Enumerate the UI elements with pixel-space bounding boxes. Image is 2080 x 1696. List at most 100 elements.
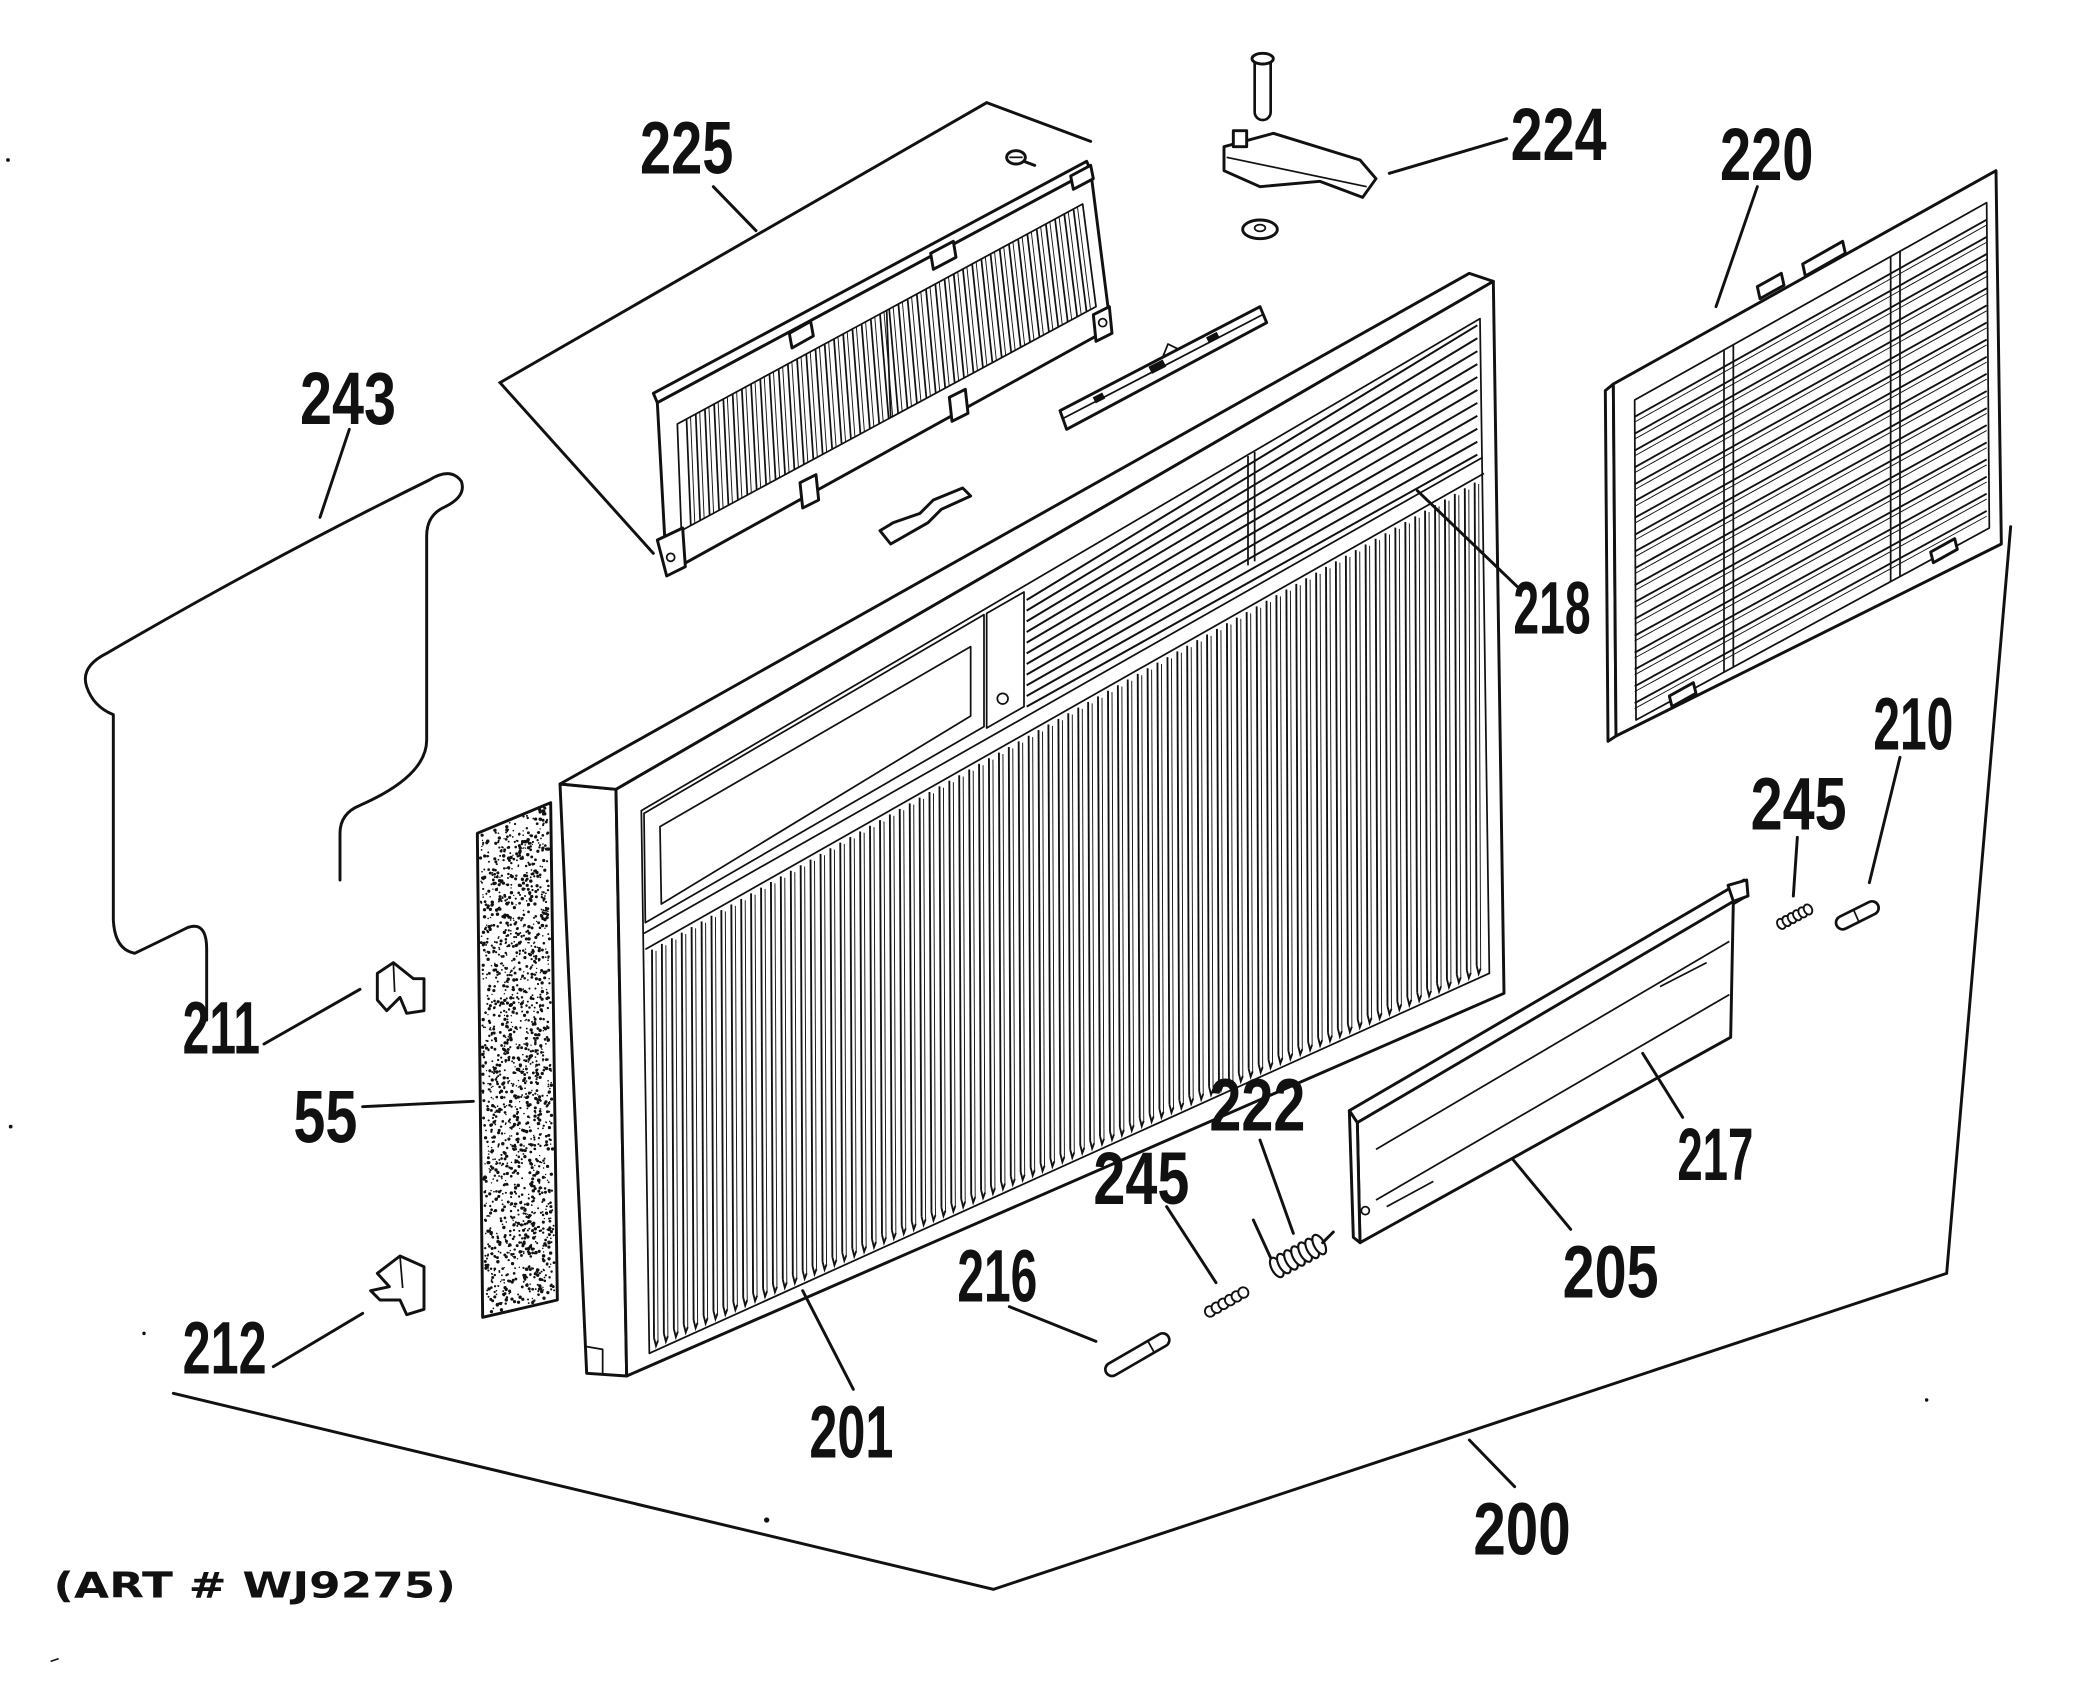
speck [1924,1398,1929,1402]
filter-speck [487,917,489,920]
filter-speck [547,1133,551,1137]
filter-speck [482,948,486,952]
filter-speck [535,1071,538,1074]
filter-speck [499,1073,502,1076]
filter-speck [522,1252,525,1255]
filter-speck [490,1078,494,1082]
filter-speck [544,956,547,959]
filter-speck [546,1006,550,1010]
filter-speck [526,1071,529,1074]
filter-speck [507,1120,510,1123]
filter-speck [511,1060,514,1063]
louver-fin [1473,482,1478,966]
grille-slat-edge [726,397,733,504]
filter-speck [514,1205,517,1208]
filter-speck [505,867,507,869]
filter-speck [539,1006,541,1008]
filter-speck [513,1186,518,1190]
filter-speck [503,1267,505,1269]
filter-speck [545,1143,549,1147]
leader-225 [711,185,758,233]
filter-speck [542,1269,546,1272]
filter-speck [525,930,528,933]
filter-speck [494,831,497,834]
filter-speck [509,873,513,877]
filter-speck [536,1072,540,1076]
louver-fin [1245,611,1250,1069]
filter-speck [503,1045,506,1047]
filter-speck [536,874,540,878]
filter-speck [482,894,484,896]
filter-speck [500,962,503,965]
louver-fin-tip [1118,1126,1125,1139]
filter-speck [506,1048,510,1051]
filter-speck [541,833,545,837]
filter-speck [525,964,529,968]
filter-speck [526,1213,529,1215]
filter-speck [516,1171,520,1175]
side-grille-slat-edge [1634,276,1987,474]
louver-fin [1384,533,1389,1007]
filter-speck [504,1036,507,1039]
filter-speck [517,1161,521,1164]
filter-speck [489,896,491,898]
louver-fin-shadow [1359,551,1363,1023]
filter-speck [515,951,519,955]
filter-speck [487,1214,490,1217]
filter-speck [504,1122,507,1125]
filter-speck [503,1105,506,1109]
filter-speck [523,971,525,973]
filter-speck [491,1235,495,1239]
filter-speck [500,849,503,851]
louver-fin-shadow [1091,703,1095,1144]
filter-speck [524,1059,528,1063]
filter-speck [522,925,525,928]
filter-speck [533,869,537,873]
filter-speck [484,1246,487,1250]
filter-speck [533,1136,536,1139]
filter-speck [503,1017,507,1021]
filter-speck [491,1136,494,1139]
filter-speck [528,891,532,895]
filter-speck [526,1107,529,1110]
filter-speck [490,1130,493,1133]
filter-speck [530,945,533,947]
filter-speck [517,891,520,895]
filter-speck [529,1273,532,1276]
filter-speck [490,1182,493,1184]
filter-speck [521,974,525,978]
pin-body [1837,902,1878,928]
filter-speck [526,1235,530,1239]
side-grille-slat [1634,287,1988,486]
filter-speck [498,1070,501,1073]
filter-speck [480,935,483,938]
filter-speck [498,897,502,901]
filter-speck [510,1126,513,1130]
louver-fin [1364,544,1369,1016]
front-panel-201 [558,271,1506,1378]
filter-speck [525,871,528,874]
filter-speck [502,854,506,858]
louver-fin-shadow [1250,613,1254,1072]
louver-fin-shadow [1180,652,1184,1103]
filter-speck [498,1143,500,1145]
panel-post [985,591,1025,729]
filter-speck [511,1144,515,1148]
filter-speck [500,874,504,877]
grille-slat [731,393,739,501]
filter-speck [537,1189,541,1193]
leader-55 [361,1099,475,1109]
filter-speck [489,1108,493,1112]
filter-speck [531,1071,535,1075]
filter-speck [487,1253,489,1256]
filter-speck [481,930,486,934]
filter-speck [493,857,497,861]
filter-speck [507,872,510,876]
filter-speck [516,1140,520,1144]
panel-window-inner [659,645,972,905]
filter-speck [488,1028,491,1031]
filter-speck [517,864,520,867]
side-grille-slat-edge [1634,464,1987,659]
filter-speck [497,1194,501,1198]
filter-speck [493,1246,497,1250]
